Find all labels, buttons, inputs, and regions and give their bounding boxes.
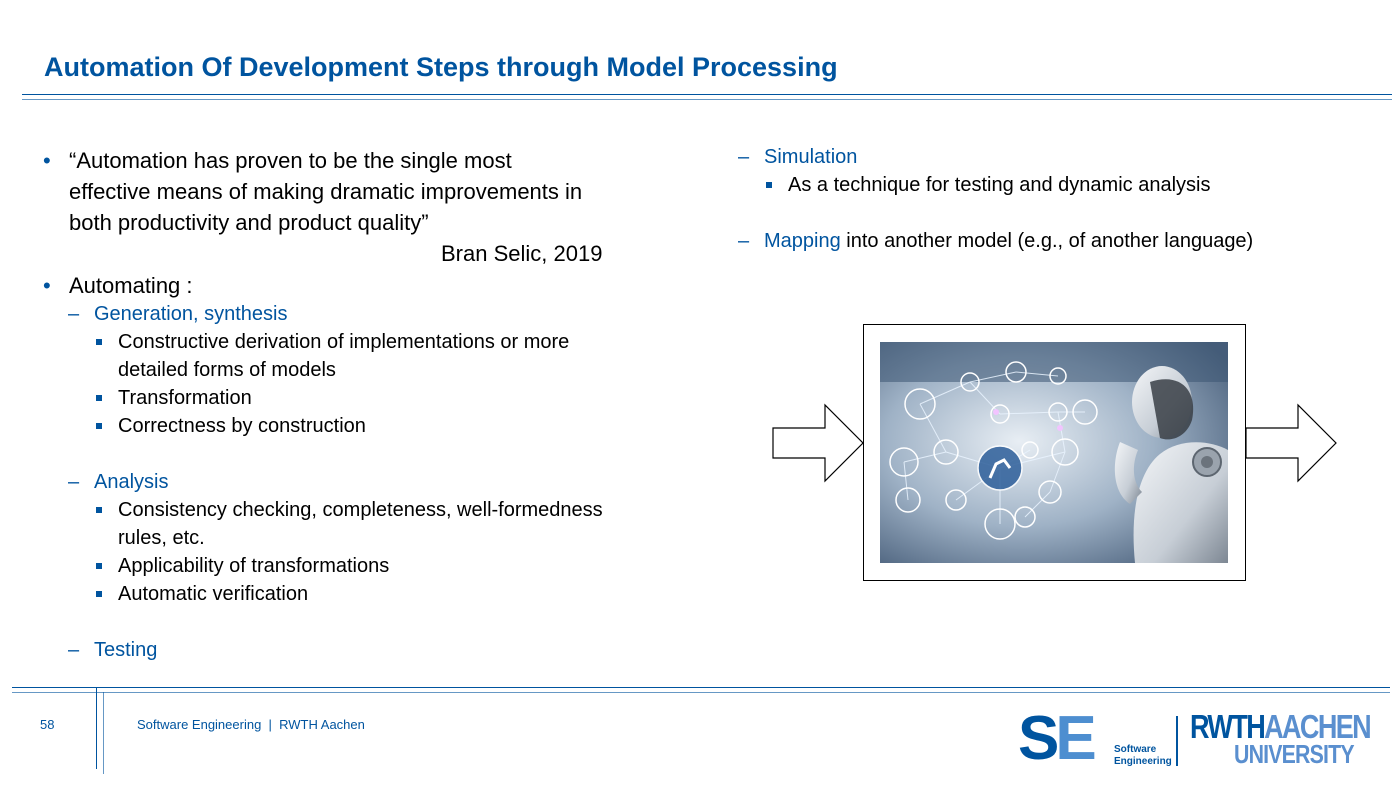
simulation-item-text: As a technique for testing and dynamic a… — [788, 174, 1211, 196]
analysis-item-2: Applicability of transformations — [96, 552, 390, 580]
generation-item-1-line-1: Constructive derivation of implementatio… — [118, 331, 570, 353]
input-arrow — [772, 403, 864, 483]
footer-rule-2 — [12, 692, 1390, 693]
generation-item-3-text: Correctness by construction — [118, 415, 366, 437]
analysis-item-3-text: Automatic verification — [118, 583, 309, 605]
mapping-keyword: Mapping — [764, 230, 841, 252]
simulation-heading-text: Simulation — [764, 146, 858, 168]
automating-label: Automating : — [69, 273, 193, 298]
square-bullet-icon — [96, 395, 102, 401]
dash-icon: – — [738, 230, 750, 252]
analysis-item-1: Consistency checking, completeness, well… — [96, 496, 603, 552]
generation-heading: – Generation, synthesis — [68, 301, 288, 327]
footer-text: Software Engineering | RWTH Aachen — [137, 717, 365, 732]
analysis-item-3: Automatic verification — [96, 580, 309, 608]
testing-heading-text: Testing — [94, 639, 158, 661]
analysis-item-1-line-2: rules, etc. — [118, 527, 205, 549]
se-logo-e: E — [1055, 704, 1096, 773]
generation-item-1-line-2: detailed forms of models — [118, 359, 336, 381]
mapping-line: – Mapping into another model (e.g., of a… — [738, 228, 1254, 254]
page-number: 58 — [40, 717, 55, 732]
footer-divider-2 — [103, 692, 104, 774]
se-logo-sub-1: Software — [1114, 744, 1157, 755]
analysis-item-1-line-1: Consistency checking, completeness, well… — [118, 499, 603, 521]
bullet-dot-icon: • — [43, 148, 51, 173]
output-arrow — [1245, 403, 1337, 483]
square-bullet-icon — [96, 423, 102, 429]
rwth-university: UNIVERSITY — [1234, 739, 1355, 769]
rwth-logo-light: AACHEN — [1264, 708, 1372, 745]
dash-icon: – — [68, 639, 80, 661]
mapping-rest: into another model (e.g., of another lan… — [840, 230, 1254, 252]
simulation-heading: – Simulation — [738, 144, 858, 170]
square-bullet-icon — [96, 507, 102, 513]
logo-separator — [1176, 716, 1178, 766]
bullet-dot-icon: • — [43, 273, 51, 298]
se-logo: SE — [1018, 708, 1097, 770]
analysis-heading-text: Analysis — [94, 471, 169, 493]
quote-line-2: effective means of making dramatic impro… — [69, 179, 583, 204]
footer-rule — [12, 687, 1390, 688]
rwth-logo: RWTHAACHEN — [1190, 710, 1372, 743]
analysis-item-2-text: Applicability of transformations — [118, 555, 390, 577]
generation-item-2-text: Transformation — [118, 387, 252, 409]
generation-item-1: Constructive derivation of implementatio… — [96, 328, 570, 384]
se-logo-subtitle: Software Engineering — [1114, 744, 1172, 768]
dash-icon: – — [738, 146, 750, 168]
se-logo-s: S — [1018, 704, 1059, 773]
square-bullet-icon — [96, 563, 102, 569]
square-bullet-icon — [96, 591, 102, 597]
robot-network-image — [880, 342, 1228, 563]
slide-title: Automation Of Development Steps through … — [44, 52, 838, 82]
rwth-logo-dark: RWTH — [1190, 708, 1266, 745]
automating-bullet: • Automating : — [43, 270, 193, 301]
quote-author: Bran Selic, 2019 — [441, 241, 603, 266]
testing-heading: – Testing — [68, 637, 158, 663]
quote-bullet: • “Automation has proven to be the singl… — [43, 145, 583, 238]
quote-line-3: both productivity and product quality” — [69, 210, 429, 235]
square-bullet-icon — [766, 182, 772, 188]
simulation-item: As a technique for testing and dynamic a… — [766, 171, 1211, 199]
generation-heading-text: Generation, synthesis — [94, 303, 288, 325]
title-rule — [22, 94, 1392, 95]
generation-item-3: Correctness by construction — [96, 412, 366, 440]
square-bullet-icon — [96, 339, 102, 345]
quote-line-1: “Automation has proven to be the single … — [69, 148, 512, 173]
footer-divider — [96, 687, 97, 769]
dash-icon: – — [68, 303, 80, 325]
se-logo-sub-2: Engineering — [1114, 756, 1172, 767]
generation-item-2: Transformation — [96, 384, 252, 412]
analysis-heading: – Analysis — [68, 469, 169, 495]
dash-icon: – — [68, 471, 80, 493]
title-rule-2 — [22, 99, 1392, 100]
